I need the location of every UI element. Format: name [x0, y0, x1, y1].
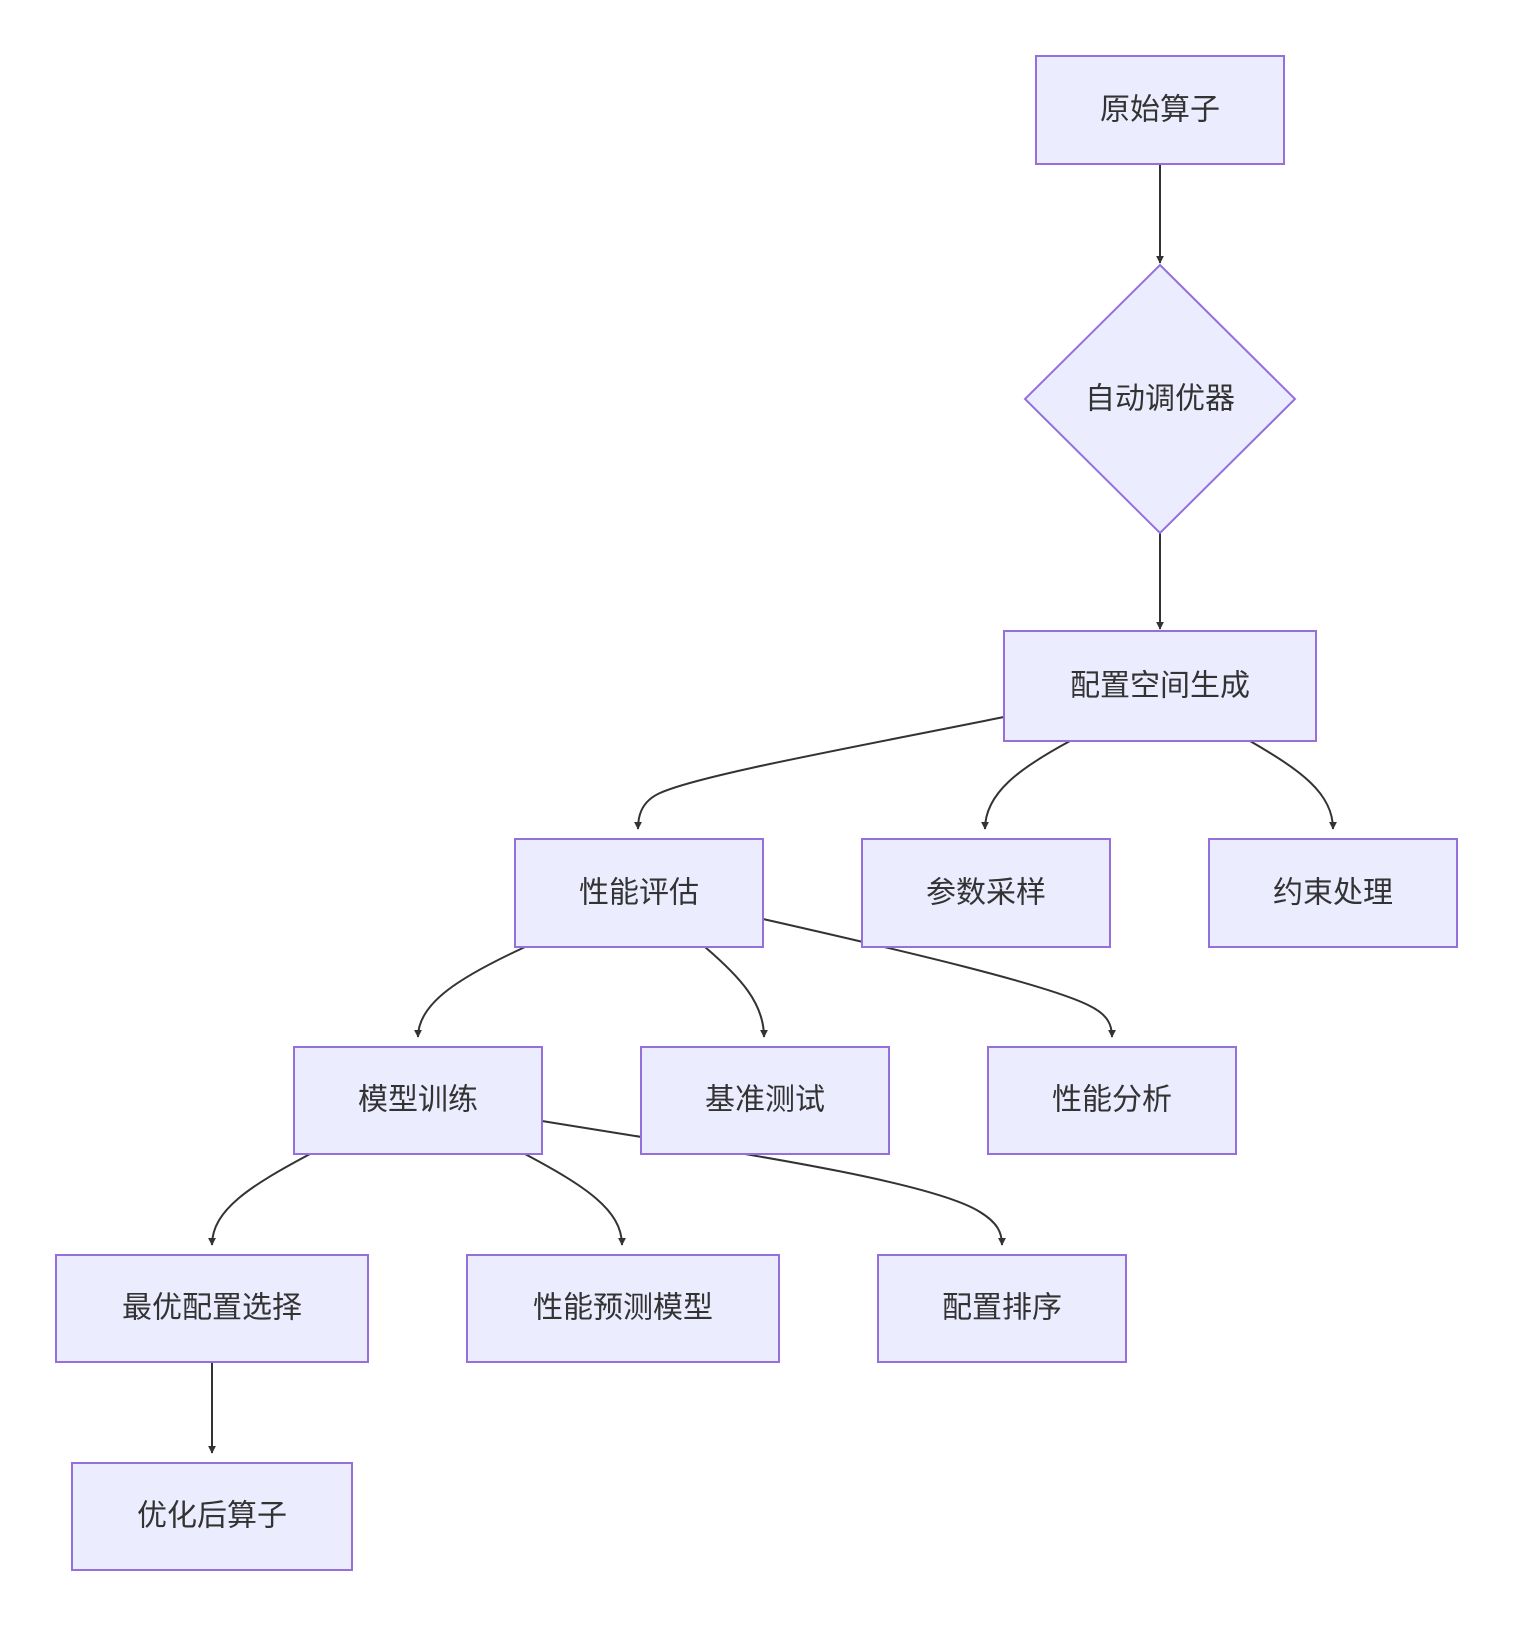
node-perf-predict-model[interactable]: 性能预测模型: [466, 1254, 780, 1363]
edge-perf-eval-to-perf-analysis: [762, 918, 1116, 1038]
node-benchmark-test[interactable]: 基准测试: [640, 1046, 890, 1155]
node-label: 最优配置选择: [122, 1291, 302, 1326]
node-param-sampling[interactable]: 参数采样: [861, 838, 1111, 948]
node-model-training[interactable]: 模型训练: [293, 1046, 543, 1155]
node-config-space-gen[interactable]: 配置空间生成: [1003, 630, 1317, 742]
edge-perf-eval-to-benchmark-test: [704, 946, 768, 1038]
node-auto-tuner[interactable]: 自动调优器: [1023, 263, 1297, 535]
edge-model-training-to-perf-predict-model: [524, 1153, 626, 1246]
node-constraint-handling[interactable]: 约束处理: [1208, 838, 1458, 948]
node-label: 参数采样: [926, 876, 1046, 911]
edge-model-training-to-best-config-select: [208, 1153, 311, 1246]
node-label: 配置排序: [942, 1291, 1062, 1326]
node-optimized-operator[interactable]: 优化后算子: [71, 1462, 353, 1571]
node-label: 基准测试: [705, 1083, 825, 1118]
node-label: 约束处理: [1273, 876, 1393, 911]
edge-config-space-gen-to-param-sampling: [981, 740, 1071, 830]
nodes-layer: 原始算子 自动调优器 配置空间生成 性能评估 参数采样 约束处理 模型训练: [55, 55, 1458, 1571]
node-original-operator[interactable]: 原始算子: [1035, 55, 1285, 165]
node-label: 性能预测模型: [533, 1291, 713, 1326]
node-perf-analysis[interactable]: 性能分析: [987, 1046, 1237, 1155]
node-perf-eval[interactable]: 性能评估: [514, 838, 764, 948]
node-config-ranking[interactable]: 配置排序: [877, 1254, 1127, 1363]
node-best-config-select[interactable]: 最优配置选择: [55, 1254, 369, 1363]
node-label: 性能分析: [1052, 1083, 1172, 1118]
edge-config-space-gen-to-constraint-handling: [1249, 740, 1337, 830]
node-label: 性能评估: [579, 876, 699, 911]
node-label: 自动调优器: [1085, 382, 1235, 417]
edge-perf-eval-to-model-training: [414, 946, 526, 1038]
node-label: 模型训练: [358, 1083, 478, 1118]
node-label: 优化后算子: [137, 1499, 287, 1534]
node-label: 原始算子: [1100, 93, 1220, 128]
node-label: 配置空间生成: [1070, 669, 1250, 704]
edge-config-space-gen-to-perf-eval: [634, 716, 1005, 830]
